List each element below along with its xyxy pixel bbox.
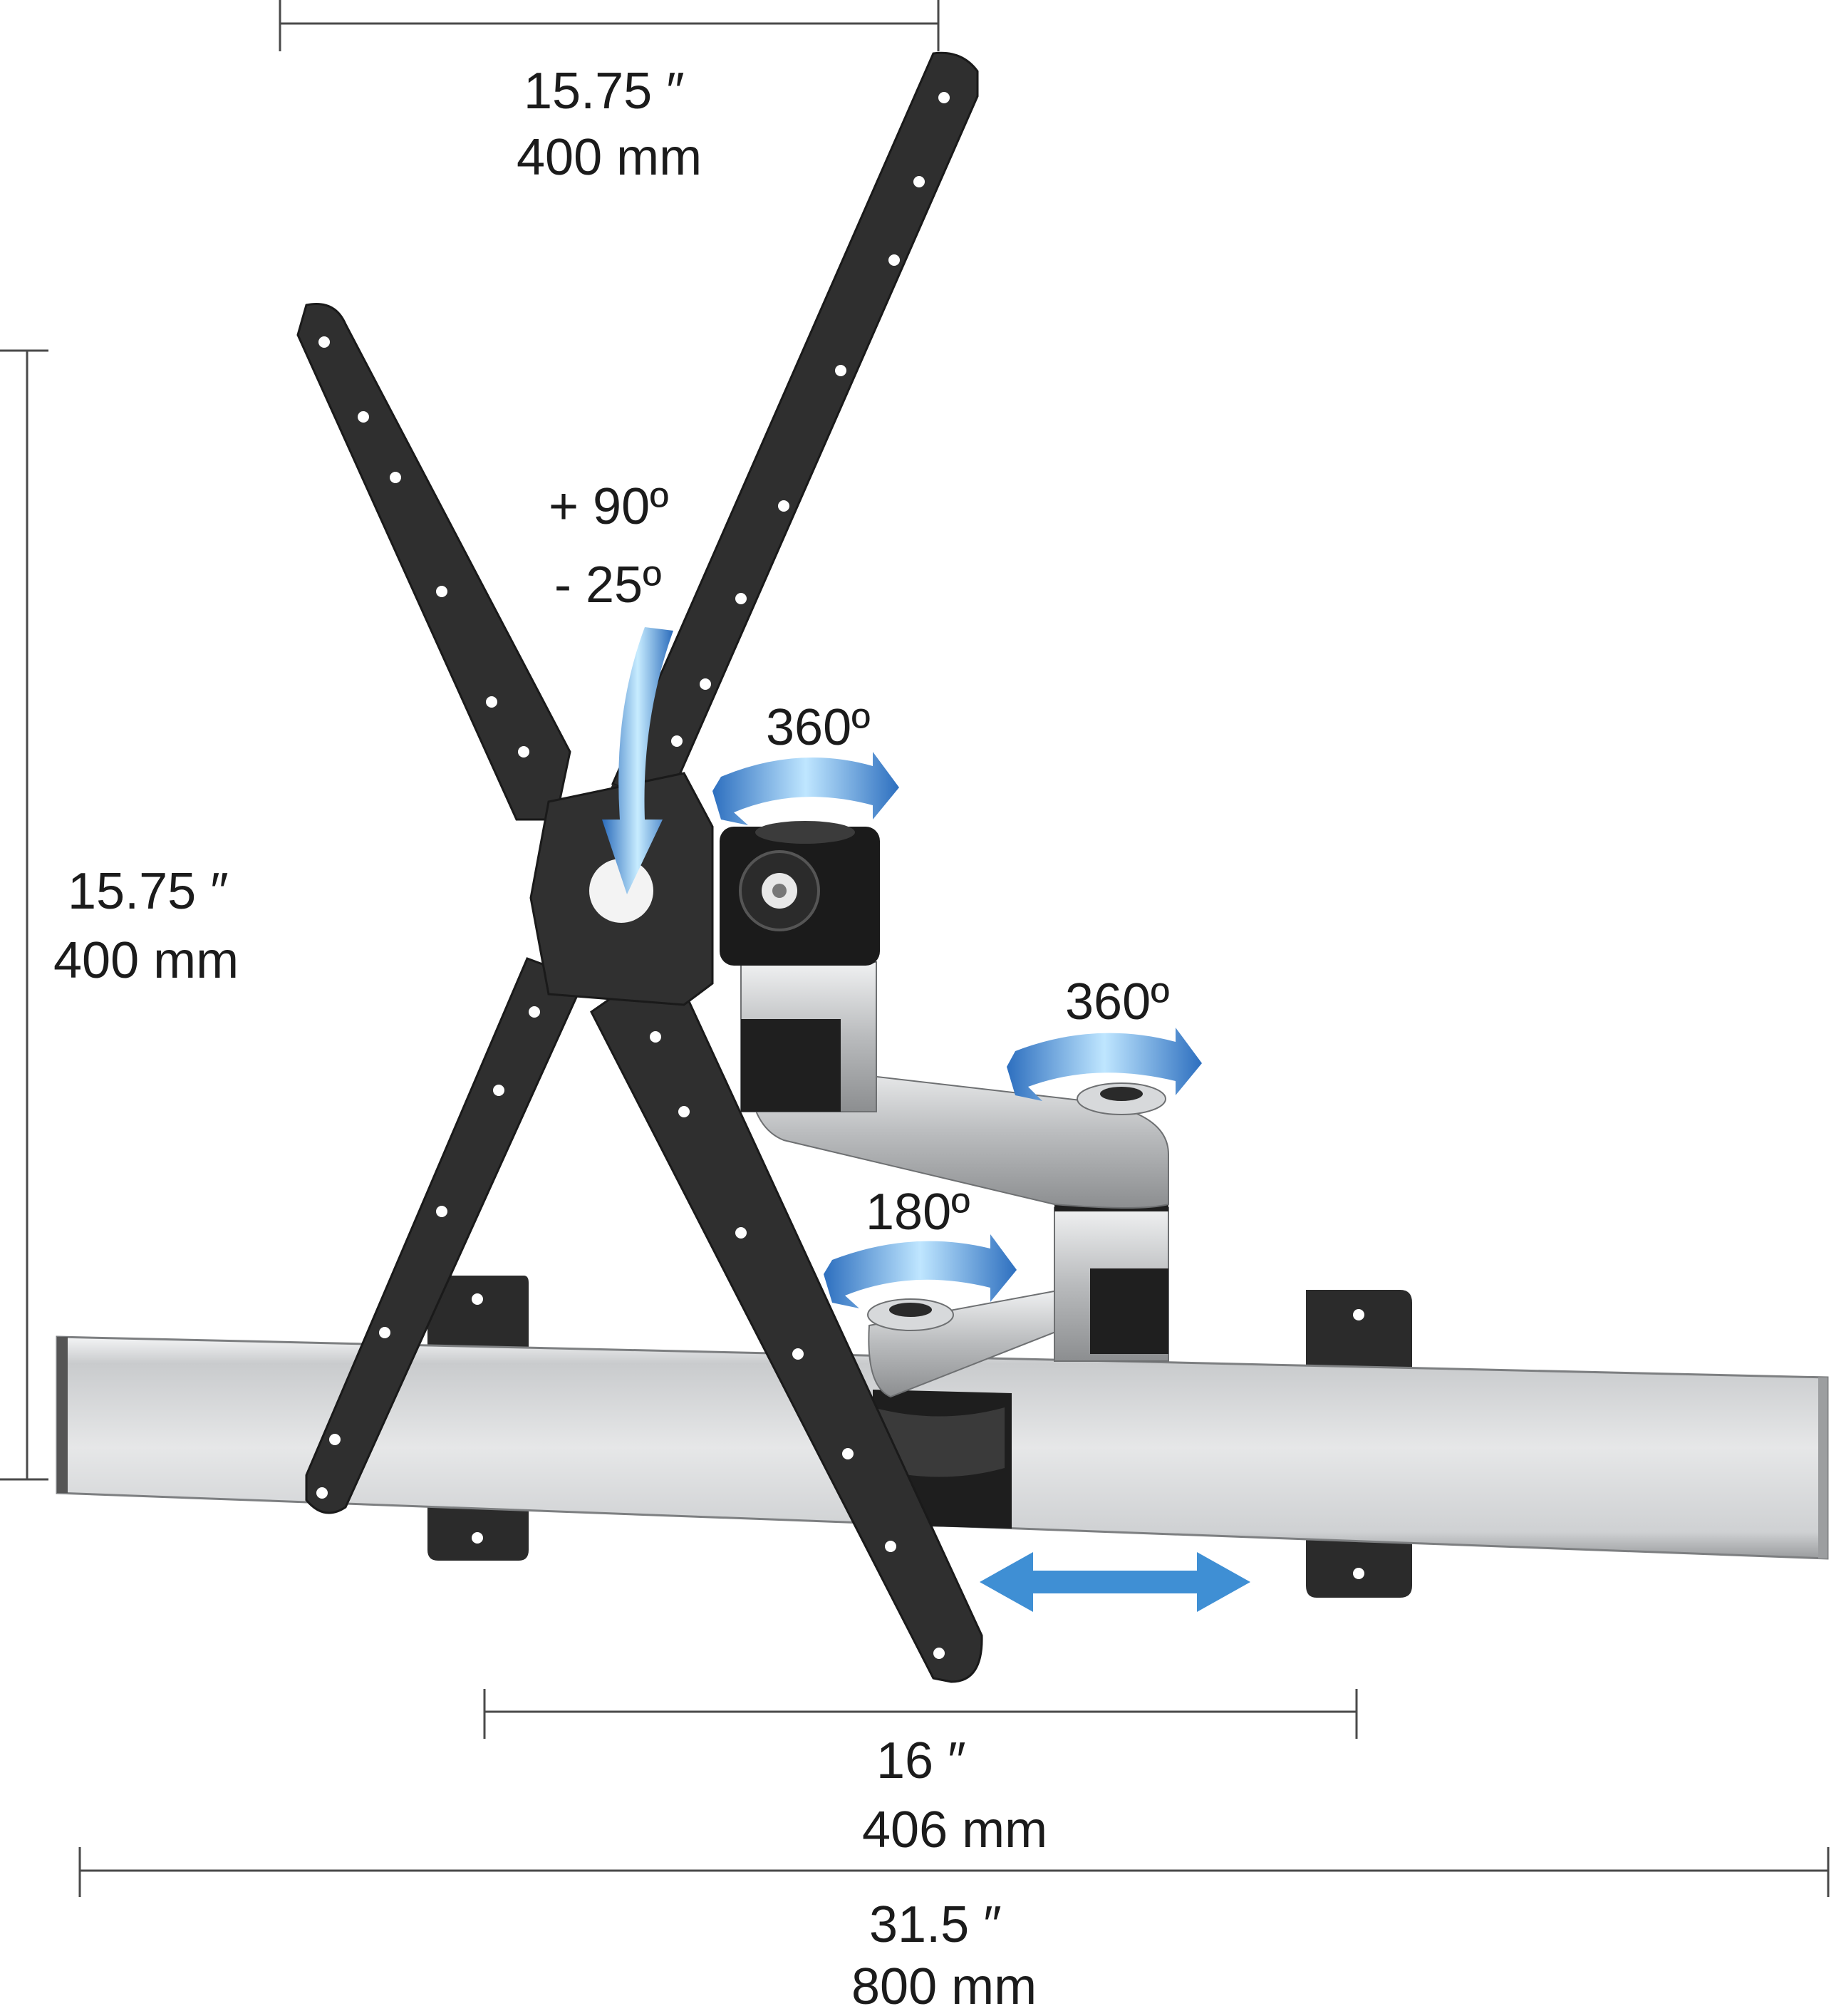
swivel-head-label: 360º xyxy=(766,699,871,756)
slide-arrow-icon xyxy=(980,1552,1250,1612)
top-width-inches: 15.75 ″ xyxy=(524,63,685,120)
articulating-arm xyxy=(720,821,1169,1398)
rail-length-mm: 800 mm xyxy=(851,1958,1037,2015)
vesa-bracket xyxy=(296,51,983,1683)
swivel-arrow-icon xyxy=(1007,1028,1202,1101)
tilt-down-label: - 25º xyxy=(554,557,662,614)
rail-travel-inches: 16 ″ xyxy=(876,1732,966,1789)
left-height-mm: 400 mm xyxy=(53,932,239,989)
dimension-left-height-line xyxy=(0,349,48,1481)
swivel-arrow-icon xyxy=(712,752,899,825)
wall-plate-right xyxy=(1306,1290,1412,1598)
dimension-rail-length-line xyxy=(78,1847,1830,1897)
rail-travel-mm: 406 mm xyxy=(862,1802,1048,1859)
top-width-mm: 400 mm xyxy=(517,129,702,186)
rail-length-inches: 31.5 ″ xyxy=(869,1896,1002,1953)
tilt-up-label: + 90º xyxy=(549,478,669,535)
swivel-arrow-icon xyxy=(824,1234,1017,1308)
tilt-arrow-icon xyxy=(602,627,673,894)
dimension-travel-line xyxy=(483,1689,1358,1739)
swivel-base-label: 180º xyxy=(866,1184,970,1241)
left-height-inches: 15.75 ″ xyxy=(68,863,229,920)
swivel-middle-label: 360º xyxy=(1065,973,1170,1030)
dimension-top-width-line xyxy=(279,0,940,51)
